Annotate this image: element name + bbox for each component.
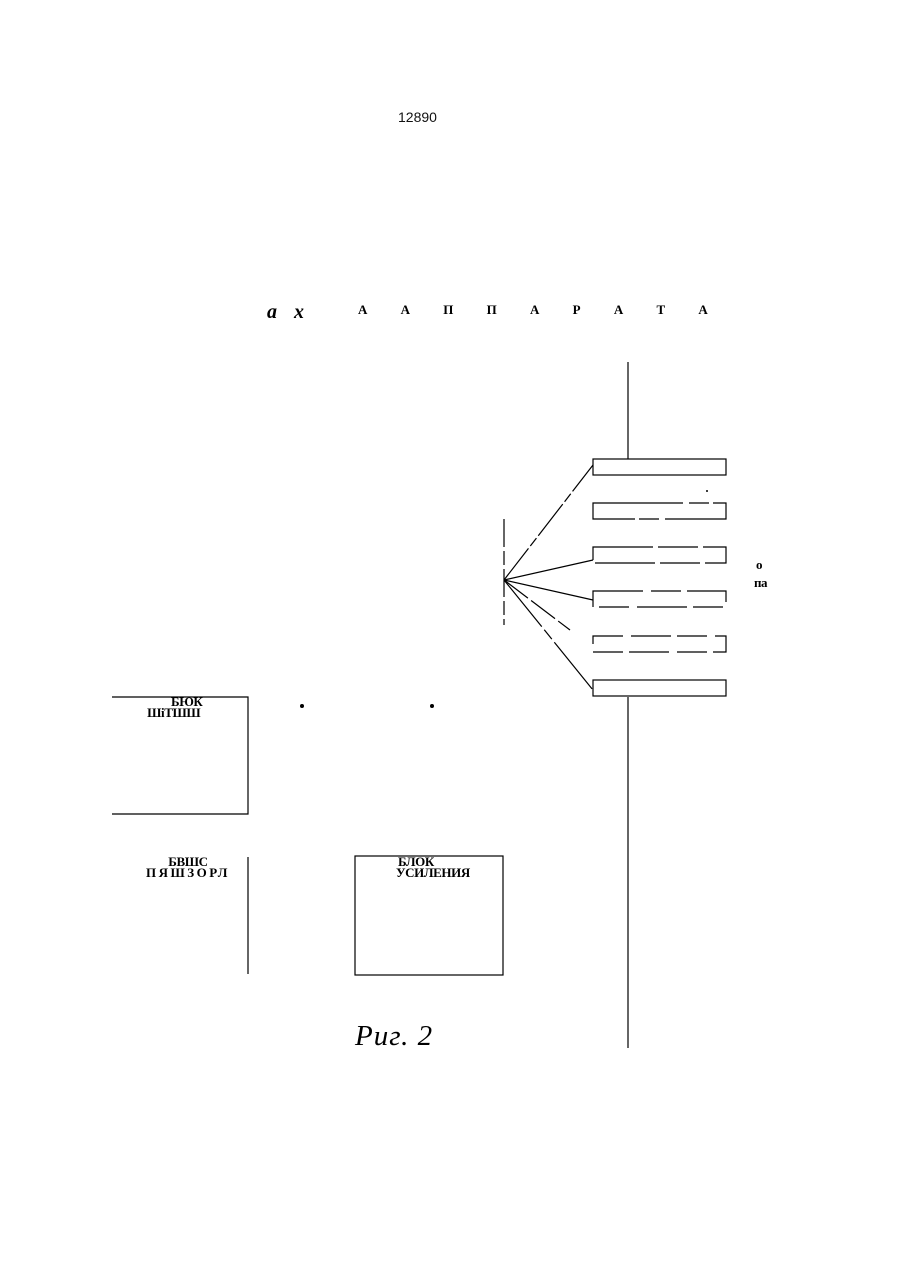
block-1-label-line2: ШiТШШ [145, 707, 202, 718]
block-2-label-line2: ПЯШЗОРЛ [146, 867, 230, 878]
stack-box-3 [593, 547, 726, 563]
block-1-label: БЮК ШiТШШ [145, 696, 202, 718]
stack-box-5 [593, 636, 726, 652]
block-3-label-line2: УСИЛЕНИЯ [396, 867, 470, 878]
stack-box-2 [593, 503, 726, 519]
block-3-label: БЛОК УСИЛЕНИЯ [396, 856, 470, 878]
stack-box-6 [593, 680, 726, 696]
stack-box-1 [593, 459, 726, 475]
dot-3 [706, 490, 708, 492]
side-label-upper: о [756, 557, 763, 573]
dot-2 [430, 704, 434, 708]
figure-caption: Риг. 2 [355, 1020, 433, 1053]
block-2-label: БВШС ПЯШЗОРЛ [146, 856, 230, 878]
stack-box-4 [593, 591, 726, 607]
dot-1 [300, 704, 304, 708]
side-label-lower: па [754, 575, 767, 591]
